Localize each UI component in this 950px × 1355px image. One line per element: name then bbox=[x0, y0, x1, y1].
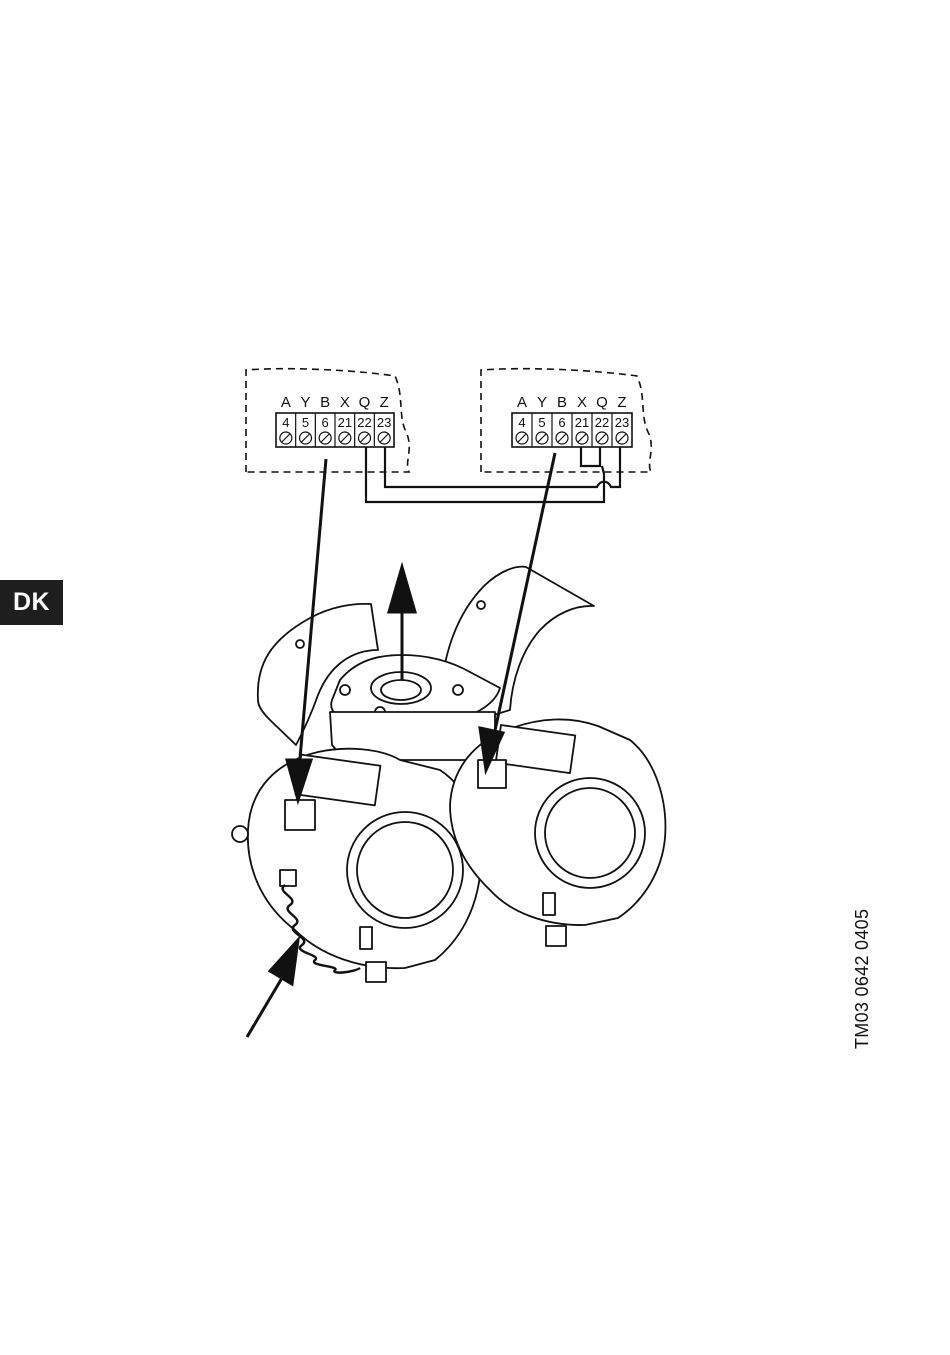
terminal-number-label: 5 bbox=[538, 415, 545, 430]
terminal-number-label: 5 bbox=[302, 415, 309, 430]
terminal-number-label: 22 bbox=[595, 415, 609, 430]
cover-right-screw bbox=[477, 601, 485, 609]
terminal-number-label: 6 bbox=[558, 415, 565, 430]
terminal-letter-label: Q bbox=[359, 394, 371, 411]
terminal-letter-label: A bbox=[281, 394, 291, 411]
terminal-number-label: 23 bbox=[615, 415, 629, 430]
pump-head-left bbox=[232, 749, 481, 982]
terminal-letter-label: Q bbox=[596, 394, 608, 411]
terminal-number-label: 23 bbox=[377, 415, 391, 430]
terminal-number-label: 4 bbox=[518, 415, 525, 430]
terminal-number-label: 22 bbox=[357, 415, 371, 430]
terminal-number-label: 6 bbox=[322, 415, 329, 430]
terminal-letter-label: Z bbox=[617, 394, 626, 411]
cable-outer bbox=[366, 447, 604, 502]
terminal-letter-label: Z bbox=[380, 394, 389, 411]
terminal-letter-label: X bbox=[577, 394, 587, 411]
terminal-letter-label: A bbox=[517, 394, 527, 411]
terminal-number-label: 21 bbox=[575, 415, 589, 430]
terminal-letter-label: B bbox=[557, 394, 567, 411]
arrow-to-cable bbox=[247, 978, 282, 1037]
terminal-letter-label: X bbox=[340, 394, 350, 411]
terminal-number-label: 4 bbox=[282, 415, 289, 430]
terminal-module-2: A 4Y 5B 6X 21 Q 22 Z 23 bbox=[481, 369, 651, 472]
terminal-number-label: 21 bbox=[338, 415, 352, 430]
terminal-letter-label: B bbox=[320, 394, 330, 411]
terminal-letter-label: Y bbox=[537, 394, 547, 411]
jumper-x-q bbox=[581, 447, 600, 466]
terminal-letter-label: Y bbox=[300, 394, 310, 411]
cover-left-screw bbox=[296, 640, 304, 648]
